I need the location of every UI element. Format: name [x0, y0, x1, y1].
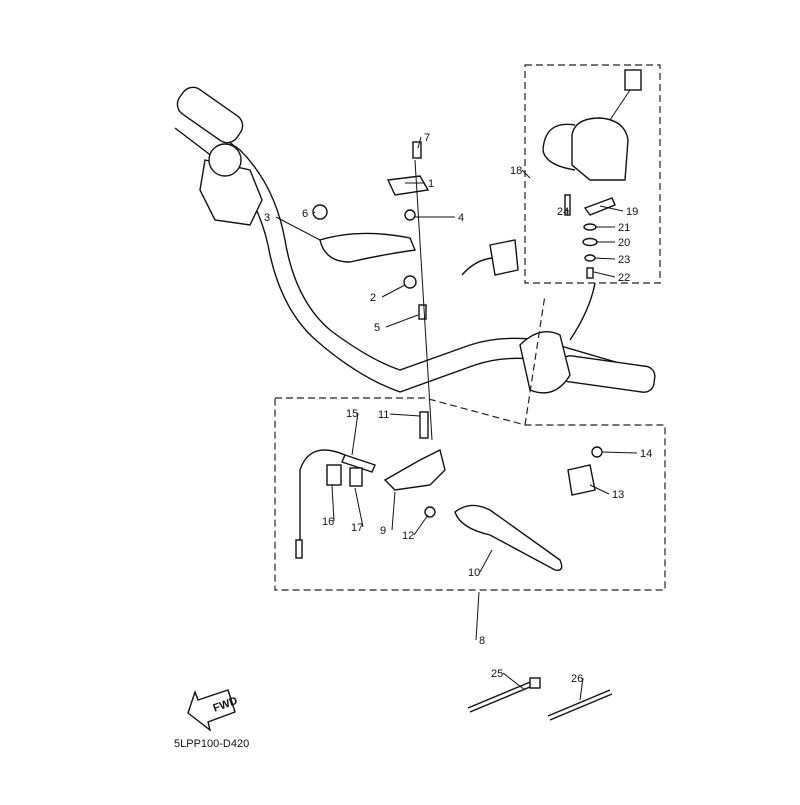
callout-label-18: 18: [510, 165, 522, 177]
callout-label-16: 16: [322, 516, 334, 528]
callout-label-25: 25: [491, 668, 503, 680]
callout-leader-11: [389, 413, 421, 417]
callout-leader-16: [331, 484, 335, 522]
callout-leader-13: [589, 484, 610, 495]
callout-label-1: 1: [428, 178, 434, 190]
callout-leader-23: [594, 257, 616, 260]
callout-label-13: 13: [612, 489, 624, 501]
callout-label-22: 22: [618, 272, 630, 284]
lever-inset-box: [274, 397, 666, 591]
callout-label-19: 19: [626, 206, 638, 218]
callout-label-17: 17: [351, 522, 363, 534]
callout-leader-7: [417, 136, 422, 149]
callout-label-2: 2: [370, 292, 376, 304]
callout-label-11: 11: [378, 409, 389, 421]
callout-label-14: 14: [640, 448, 652, 460]
callout-leader-8: [475, 591, 480, 641]
callout-label-23: 23: [618, 254, 630, 266]
callout-leader-22: [593, 271, 616, 278]
callout-label-12: 12: [402, 530, 414, 542]
callout-leader-3: [275, 216, 321, 241]
handlebar: [174, 86, 656, 394]
fwd-arrow-icon: FWD: [187, 689, 239, 732]
callout-leader-5: [385, 314, 419, 328]
callout-leader-15: [351, 412, 359, 456]
switch-inset-box: [524, 64, 661, 284]
callout-label-10: 10: [468, 567, 480, 579]
callout-leader-24: [564, 209, 570, 212]
callout-label-4: 4: [458, 212, 464, 224]
callout-label-7: 7: [424, 132, 430, 144]
cable-ties: [467, 677, 613, 721]
callout-leader-26: [579, 677, 584, 701]
callout-label-15: 15: [346, 408, 358, 420]
switch-parts: [542, 69, 642, 341]
callout-label-26: 26: [571, 673, 583, 685]
callout-leader-12: [413, 514, 429, 536]
callout-label-8: 8: [479, 635, 485, 647]
callout-leader-19: [599, 205, 624, 212]
callout-label-6: 6: [302, 208, 308, 220]
callout-label-21: 21: [618, 222, 630, 234]
callout-leader-18: [521, 169, 531, 179]
callout-leader-6: [313, 211, 316, 214]
callout-leader-9: [391, 491, 396, 531]
callout-label-20: 20: [618, 237, 630, 249]
callout-label-24: 24: [557, 206, 569, 218]
lever-parts: [295, 411, 603, 571]
callout-label-5: 5: [374, 322, 380, 334]
callout-leader-10: [479, 549, 493, 573]
callout-label-9: 9: [380, 525, 386, 537]
diagram-code: 5LPP100-D420: [174, 738, 249, 750]
callout-leader-14: [601, 451, 638, 454]
callout-leader-17: [354, 487, 364, 528]
callout-leader-25: [502, 672, 526, 691]
callout-leader-2: [381, 284, 406, 298]
callout-label-3: 3: [264, 212, 270, 224]
mirror-mount-parts: [312, 141, 433, 441]
